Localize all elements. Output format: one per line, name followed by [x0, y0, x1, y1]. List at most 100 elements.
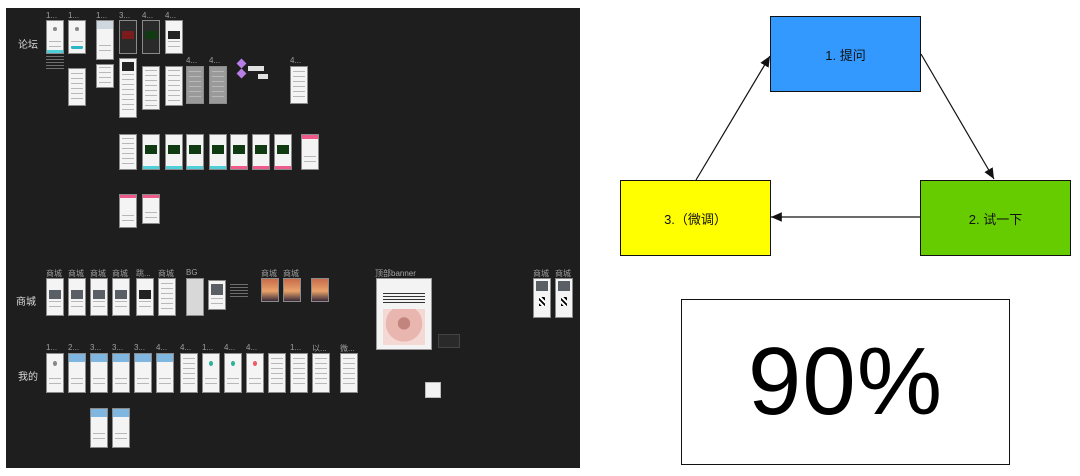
artboard-frame[interactable]: [290, 353, 308, 393]
frame-title: 4...: [142, 11, 154, 20]
artboard-frame[interactable]: [165, 20, 183, 54]
artboard-frame[interactable]: [90, 278, 108, 316]
artboard-frame[interactable]: [312, 353, 330, 393]
frame-title: 商城: [261, 269, 277, 278]
artboard-frame[interactable]: [274, 134, 292, 170]
artboard-frame[interactable]: [158, 278, 176, 316]
artboard-frame[interactable]: [252, 134, 270, 170]
artboard-frame[interactable]: [186, 278, 204, 316]
artboard-frame[interactable]: [165, 66, 183, 106]
arrow-ask-to-try: [920, 53, 995, 180]
artboard-frame[interactable]: [209, 134, 227, 170]
frame-title: 4...: [186, 56, 198, 65]
artboard-frame[interactable]: [340, 353, 358, 393]
artboard-frame[interactable]: [311, 278, 329, 302]
artboard-frame[interactable]: [68, 278, 86, 316]
artboard-frame[interactable]: [119, 58, 137, 118]
frame-title: 3...: [134, 343, 146, 352]
artboard-frame[interactable]: [246, 353, 264, 393]
frame-title: 3...: [119, 11, 131, 20]
artboard-frame[interactable]: [112, 353, 130, 393]
frame-title: 商城: [46, 269, 62, 278]
artboard-frame[interactable]: [555, 278, 573, 318]
artboard-frame[interactable]: [425, 382, 441, 398]
artboard-frame[interactable]: [209, 66, 227, 104]
artboard-frame[interactable]: [230, 134, 248, 170]
artboard-frame[interactable]: [186, 134, 204, 170]
component-diamond-icon: [236, 68, 247, 79]
section-label-forum: 论坛: [18, 40, 38, 51]
artboard-frame[interactable]: [136, 278, 154, 316]
frame-title: 商城: [112, 269, 128, 278]
artboard-frame[interactable]: [142, 134, 160, 170]
artboard-frame[interactable]: [90, 353, 108, 393]
artboard-frame[interactable]: [119, 134, 137, 170]
artboard-frame[interactable]: [268, 353, 286, 393]
artboard-frame[interactable]: [119, 194, 137, 228]
percent-value: 90%: [747, 328, 944, 435]
artboard-frame[interactable]: [90, 408, 108, 448]
arrow-tune-to-ask: [695, 55, 771, 181]
step-ask-label: 1. 提问: [825, 47, 866, 63]
design-canvas[interactable]: 论坛 商城 我的 1... 1... 1... 3... 4... 4... 4…: [6, 8, 580, 468]
section-label-mine: 我的: [18, 372, 38, 383]
frame-title: 2...: [68, 343, 80, 352]
artboard-frame[interactable]: [112, 408, 130, 448]
artboard-frame[interactable]: [46, 278, 64, 316]
artboard-frame[interactable]: [142, 20, 160, 54]
artboard-frame[interactable]: [96, 20, 114, 60]
frame-title-banner: 顶部banner: [375, 269, 416, 278]
artboard-frame[interactable]: [224, 353, 242, 393]
frame-notes: [230, 284, 248, 298]
artboard-frame[interactable]: [119, 20, 137, 54]
frame-title: 以...: [312, 344, 327, 353]
artboard-frame[interactable]: [112, 278, 130, 316]
artboard-frame[interactable]: [283, 278, 301, 302]
frame-title: 3...: [112, 343, 124, 352]
banner-frame[interactable]: [376, 278, 432, 350]
artboard-frame[interactable]: [68, 353, 86, 393]
frame-title: 1...: [46, 343, 58, 352]
artboard-frame[interactable]: [68, 68, 86, 106]
frame-title: 3...: [90, 343, 102, 352]
artboard-frame[interactable]: [68, 20, 86, 54]
artboard-frame[interactable]: [96, 64, 114, 88]
artboard-frame[interactable]: [142, 194, 160, 224]
artboard-frame[interactable]: [438, 334, 460, 348]
section-label-mall: 商城: [16, 297, 36, 308]
frame-title: 1...: [290, 343, 302, 352]
frame-title: 商城: [90, 269, 106, 278]
frame-title: 商城: [283, 269, 299, 278]
artboard-frame[interactable]: [134, 353, 152, 393]
step-tune-label: 3.（微调）: [664, 211, 727, 227]
artboard-frame[interactable]: [156, 353, 174, 393]
frame-title: 商城: [158, 269, 174, 278]
artboard-frame[interactable]: [46, 353, 64, 393]
step-try-node: 2. 试一下: [920, 180, 1071, 256]
step-try-label: 2. 试一下: [968, 211, 1023, 227]
artboard-frame[interactable]: [46, 20, 64, 54]
artboard-frame[interactable]: [208, 280, 226, 310]
artboard-frame[interactable]: [186, 66, 204, 104]
artboard-frame[interactable]: [165, 134, 183, 170]
artboard-frame[interactable]: [301, 134, 319, 170]
frame-title: 4...: [180, 343, 192, 352]
frame-title: 4...: [156, 343, 168, 352]
frame-title: 商城: [555, 269, 571, 278]
frame-title: 商城: [533, 269, 549, 278]
artboard-frame[interactable]: [202, 353, 220, 393]
frame-title: 1...: [68, 11, 80, 20]
frame-title: 4...: [209, 56, 221, 65]
frame-title: 1...: [46, 11, 58, 20]
frame-title: 4...: [246, 343, 258, 352]
percent-box: 90%: [681, 299, 1010, 465]
step-ask-node: 1. 提问: [770, 16, 921, 92]
artboard-frame[interactable]: [180, 353, 198, 393]
frame-title: 跳...: [136, 269, 151, 278]
artboard-frame[interactable]: [290, 66, 308, 104]
component-diamond-icon: [236, 58, 247, 69]
artboard-frame[interactable]: [533, 278, 551, 318]
artboard-frame[interactable]: [261, 278, 279, 302]
frame-title: BG: [186, 268, 198, 277]
artboard-frame[interactable]: [142, 66, 160, 110]
